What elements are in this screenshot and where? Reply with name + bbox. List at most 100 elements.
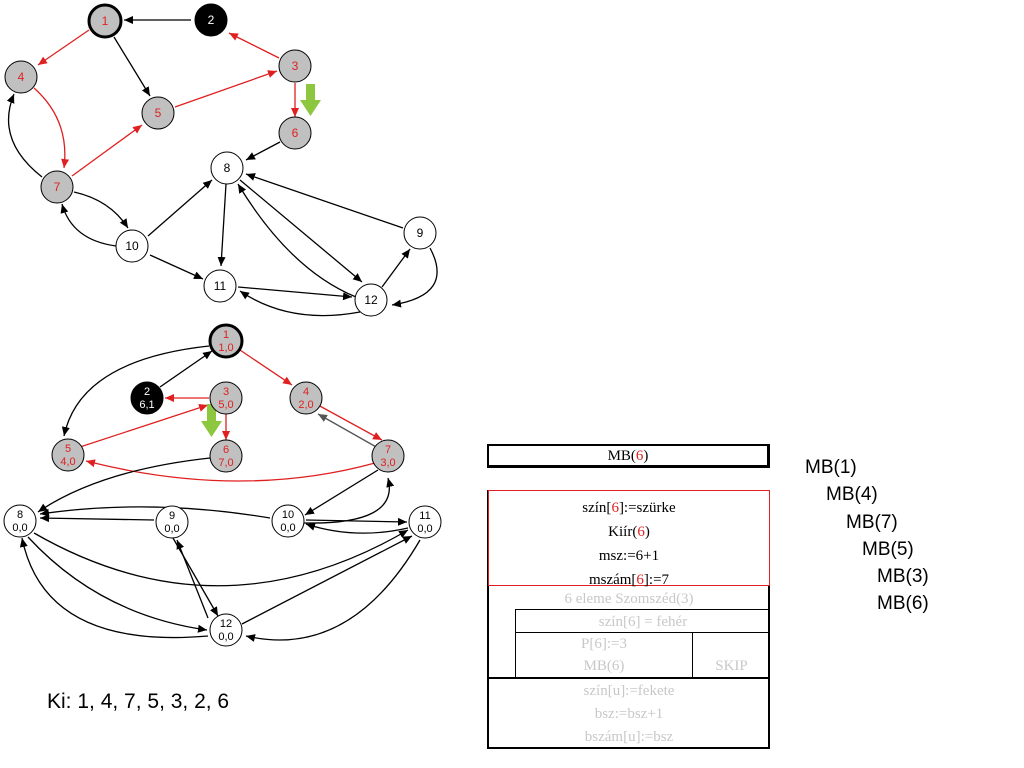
b-edge-6-8 [37, 457, 211, 513]
edge-1-4 [37, 29, 90, 66]
svg-text:12: 12 [220, 618, 232, 630]
edge-5-3 [174, 70, 278, 108]
top-node-1: 1 [87, 3, 123, 39]
svg-text:12: 12 [364, 293, 378, 307]
b-edge-7-10 [304, 469, 379, 516]
edge-7-5 [71, 124, 143, 177]
b-edge-1-4 [239, 349, 293, 386]
edge-12-11 [239, 290, 361, 317]
post-divider [487, 677, 770, 679]
bottom-node-6: 6 7,0 [209, 439, 243, 473]
condition-divider [515, 632, 770, 633]
svg-text:0,0: 0,0 [280, 522, 295, 534]
b-edge-7-5 [85, 459, 376, 482]
bottom-graph-nodes: 1 1,0 2 6,1 3 5,0 4 2,0 5 4,0 6 7,0 [3, 323, 442, 647]
b-edge-10-11 [305, 517, 408, 526]
b-edge-8-11 [33, 529, 409, 587]
svg-text:4,0: 4,0 [60, 456, 75, 468]
loop-header: 6 eleme Szomszéd(3) [564, 591, 694, 607]
top-node-11: 11 [203, 269, 237, 303]
b-edge-11-10 [305, 522, 409, 534]
bottom-node-7: 7 3,0 [371, 439, 405, 473]
structogram-active-block: szín[6]:=szürke Kiír(6) msz:=6+1 mszám[6… [488, 490, 770, 588]
svg-text:6: 6 [223, 444, 229, 456]
b-edge-4-7 [317, 404, 383, 441]
edge-9-12 [391, 247, 438, 308]
svg-text:9: 9 [417, 226, 424, 240]
b-edge-9-8 [39, 514, 155, 523]
svg-text:6: 6 [292, 126, 299, 140]
post-line-1: szín[u]:=fekete [583, 683, 675, 699]
svg-text:3: 3 [223, 386, 229, 398]
edge-3-2 [228, 32, 280, 59]
svg-text:3,0: 3,0 [380, 457, 395, 469]
edge-12-9 [381, 248, 411, 288]
svg-text:10: 10 [125, 239, 139, 253]
bottom-node-8: 8 0,0 [3, 504, 37, 538]
branch-divider [692, 632, 693, 677]
edge-4-7 [33, 87, 70, 169]
top-graph-edges [6, 16, 438, 317]
b-edge-2-1 [159, 350, 213, 388]
svg-text:7: 7 [54, 180, 61, 194]
top-node-12: 12 [354, 283, 388, 317]
bottom-node-12: 12 0,0 [209, 613, 243, 647]
line-set-color: szín[6]:=szürke [582, 500, 676, 516]
svg-text:1,0: 1,0 [218, 342, 233, 354]
top-node-9: 9 [403, 216, 437, 250]
bottom-node-5: 5 4,0 [51, 438, 85, 472]
then-line-2: MB(6) [583, 658, 625, 674]
edge-10-11 [149, 254, 204, 280]
svg-text:6,1: 6,1 [139, 399, 154, 411]
bottom-node-10: 10 0,0 [271, 504, 305, 538]
b-edge-1-5 [61, 345, 210, 437]
svg-text:2,0: 2,0 [298, 399, 313, 411]
svg-text:4: 4 [303, 386, 309, 398]
svg-text:5: 5 [155, 106, 162, 120]
edge-1-5 [113, 36, 151, 97]
top-node-3: 3 [278, 49, 312, 83]
top-node-5: 5 [141, 96, 175, 130]
b-edge-7-4 [317, 413, 379, 449]
svg-text:10: 10 [282, 509, 294, 521]
bottom-node-9: 9 0,0 [155, 505, 189, 539]
edge-6-8 [245, 141, 281, 161]
svg-text:11: 11 [419, 510, 430, 522]
then-line-1: P[6]:=3 [581, 636, 627, 652]
top-node-8: 8 [210, 151, 244, 185]
svg-text:4: 4 [18, 70, 25, 84]
edge-11-12 [237, 286, 353, 301]
bottom-graph-edges [19, 345, 421, 642]
call-stack-entry: MB(7) [846, 512, 898, 533]
svg-text:0,0: 0,0 [417, 523, 432, 535]
bottom-node-11: 11 0,0 [408, 505, 442, 539]
b-edge-10-8 [39, 506, 271, 519]
header-pre: MB( [607, 448, 636, 464]
svg-text:2: 2 [144, 386, 150, 398]
svg-text:8: 8 [224, 161, 231, 175]
edge-10-8 [147, 179, 213, 237]
svg-text:5: 5 [65, 443, 71, 455]
edge-10-7 [60, 203, 117, 247]
svg-text:3: 3 [292, 59, 299, 73]
bottom-node-3: 3 5,0 [209, 381, 243, 415]
bottom-node-2: 2 6,1 [130, 381, 164, 415]
edge-8-11 [217, 183, 227, 267]
b-edge-10-7 [303, 477, 395, 524]
else-line: SKIP [715, 658, 748, 674]
svg-text:1: 1 [102, 14, 109, 28]
line-mszam: mszám[6]:=7 [588, 572, 670, 588]
top-node-6: 6 [278, 116, 312, 150]
b-edge-12-8 [19, 537, 209, 639]
bottom-node-4: 4 2,0 [289, 381, 323, 415]
green-arrow-top [300, 84, 321, 116]
call-stack-entry: MB(4) [826, 484, 878, 505]
edge-7-4 [6, 93, 43, 178]
bottom-node-1: 1 1,0 [208, 323, 244, 359]
output-sequence: Ki: 1, 4, 7, 5, 3, 2, 6 [47, 690, 230, 713]
b-edge-12-9 [176, 539, 209, 619]
call-stack-entry: MB(3) [877, 566, 929, 587]
call-stack-entry: MB(5) [862, 539, 914, 560]
top-graph-nodes: 1 2 3 4 5 6 7 8 [4, 3, 437, 317]
svg-text:2: 2 [208, 13, 215, 27]
